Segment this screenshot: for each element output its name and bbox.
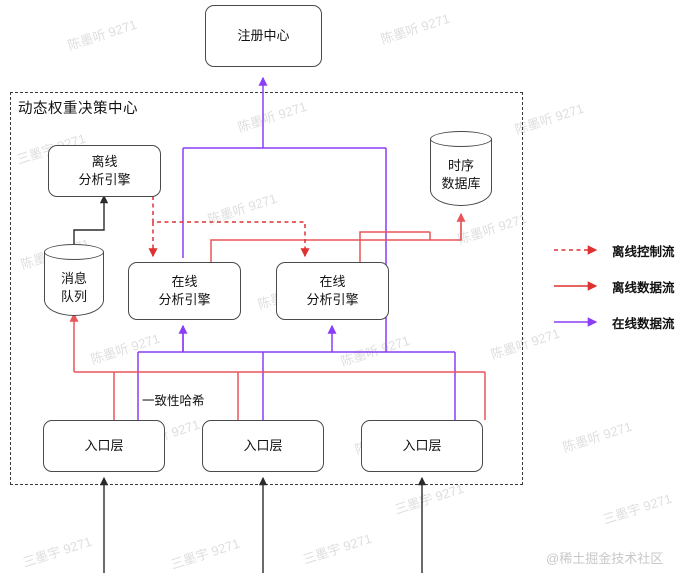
- watermark-tile: 陈墨听 9271: [560, 418, 634, 456]
- legend-swatch-online-data: [552, 315, 608, 329]
- node-time-series-database-label: 时序 数据库: [441, 158, 481, 191]
- legend-label-online-data: 在线数据流: [612, 316, 675, 331]
- watermark-tile: 三墨宇 9271: [600, 490, 674, 528]
- group-title: 动态权重决策中心: [18, 101, 138, 117]
- watermark-tile: 陈墨听 9271: [378, 10, 452, 48]
- watermark-tile: 三墨宇 9271: [20, 533, 94, 571]
- legend-row-offline-data: 离线数据流: [552, 268, 688, 304]
- legend-row-offline-control: 离线控制流: [552, 232, 688, 268]
- node-online-analysis-engine-1[interactable]: 在线 分析引擎: [128, 262, 241, 320]
- cylinder-body: [44, 252, 104, 316]
- watermark-tile: 三墨宇 9271: [300, 530, 374, 568]
- legend-swatch-offline-data: [552, 279, 608, 293]
- cylinder-top: [430, 131, 492, 147]
- cylinder-top: [44, 244, 104, 260]
- legend-label-offline-control: 离线控制流: [612, 244, 675, 259]
- node-entry-layer-3[interactable]: 入口层: [361, 420, 483, 472]
- wire-group-external-ingress: [99, 476, 427, 573]
- node-message-queue[interactable]: 消息 队列: [44, 244, 104, 324]
- brand-watermark: @稀土掘金技术社区: [546, 551, 664, 566]
- node-entry-layer-1[interactable]: 入口层: [43, 420, 165, 472]
- node-offline-analysis-engine[interactable]: 离线 分析引擎: [48, 145, 161, 197]
- node-message-queue-label: 消息 队列: [60, 271, 87, 304]
- watermark-tile: 陈墨听 9271: [65, 16, 139, 54]
- node-online-analysis-engine-2[interactable]: 在线 分析引擎: [276, 262, 389, 320]
- node-registry[interactable]: 注册中心: [205, 5, 322, 67]
- watermark-tile: 三墨宇 9271: [168, 535, 242, 573]
- edge-label-consistent-hash: 一致性哈希: [140, 390, 207, 409]
- legend-swatch-offline-control: [552, 243, 608, 257]
- cylinder-body: [430, 139, 492, 206]
- legend-label-offline-data: 离线数据流: [612, 280, 675, 295]
- node-time-series-database[interactable]: 时序 数据库: [430, 131, 492, 214]
- legend-row-online-data: 在线数据流: [552, 304, 688, 340]
- legend: 离线控制流 离线数据流: [552, 232, 688, 340]
- watermark-tile: 陈墨听 9271: [512, 100, 586, 138]
- node-entry-layer-2[interactable]: 入口层: [202, 420, 324, 472]
